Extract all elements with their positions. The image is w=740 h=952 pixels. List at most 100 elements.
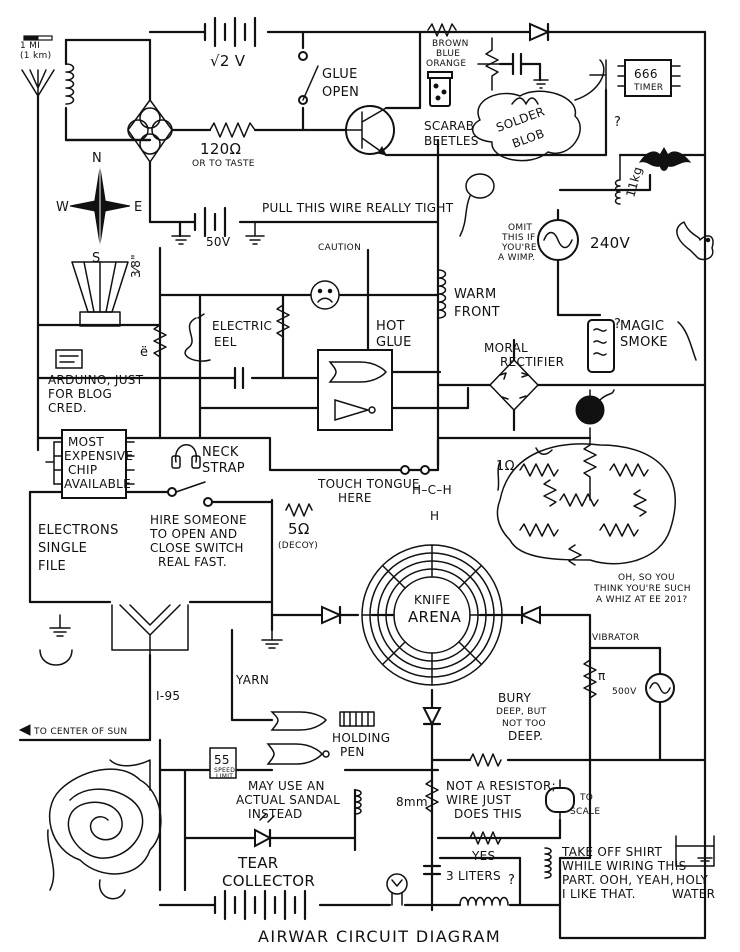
- label-sandal-3: INSTEAD: [248, 807, 303, 821]
- ground-top: [533, 79, 549, 89]
- label-speed-2: SPEED: [214, 767, 235, 774]
- label-not-res-2: WIRE JUST: [446, 793, 511, 807]
- label-omit-2: THIS IF: [501, 233, 535, 243]
- label-moral-1: MORAL: [484, 341, 528, 355]
- label-500v: 500V: [612, 687, 637, 697]
- label-omit-4: A WIMP.: [498, 253, 535, 263]
- label-not-res-1: NOT A RESISTOR;: [446, 779, 556, 793]
- label-glue-open-2: OPEN: [322, 85, 359, 100]
- label-moral-2: RECTIFIER: [500, 355, 564, 369]
- label-electrons-2: SINGLE: [38, 541, 87, 556]
- label-r120: 120Ω: [200, 140, 241, 158]
- label-blue: BLUE: [436, 49, 460, 59]
- label-shirt-3: PART. OOH, YEAH,: [562, 873, 674, 887]
- label-scarab-2: BEETLES: [424, 134, 479, 148]
- label-e: E: [134, 200, 143, 215]
- light-bulb-icon: [386, 873, 408, 906]
- label-to-taste: OR TO TASTE: [192, 159, 255, 169]
- capacitor-top: [498, 52, 542, 82]
- transistor-icon: [344, 105, 395, 156]
- label-arduino-1: ARDUINO, JUST: [48, 373, 144, 387]
- label-three-eighths: 3⁄8": [129, 254, 143, 278]
- label-bury-3: NOT TOO: [502, 719, 546, 729]
- timer-666-chip: [589, 59, 681, 97]
- label-scarab-1: SCARAB: [424, 119, 474, 133]
- label-center-sun: TO CENTER OF SUN: [33, 727, 127, 737]
- holding-pen-icon: [339, 711, 375, 727]
- inductor-warm-front: [437, 269, 447, 319]
- label-hire-1: HIRE SOMEONE: [150, 513, 247, 527]
- label-hire-4: REAL FAST.: [158, 555, 227, 569]
- label-bury-4: DEEP.: [508, 729, 543, 743]
- label-magic-1: MAGIC: [620, 319, 664, 334]
- label-hch-1: H–C–H: [412, 483, 452, 497]
- battery-bottom: [213, 889, 307, 921]
- label-magic-2: SMOKE: [620, 335, 668, 350]
- inductor-shirt: [544, 847, 552, 879]
- label-one-ohm: 1Ω: [496, 459, 515, 474]
- compass-rose-icon: [69, 167, 131, 245]
- label-chip-3: CHIP: [68, 463, 97, 477]
- ground-left: [49, 614, 71, 637]
- diode-top: [529, 22, 551, 42]
- label-3-liters: 3 LITERS: [446, 869, 501, 883]
- tear-collector-led: [254, 813, 275, 848]
- label-hire-3: CLOSE SWITCH: [150, 541, 244, 555]
- label-electric-2: EEL: [214, 335, 237, 349]
- label-knife-2: ARENA: [408, 608, 462, 626]
- label-holy-2: WATER: [672, 887, 715, 901]
- battery-12v: [203, 16, 257, 48]
- diode-bottom: [422, 707, 442, 727]
- electric-eel-icon: [184, 313, 211, 362]
- magic-smoke-jar-icon: [587, 319, 615, 373]
- label-electric-1: ELECTRIC: [212, 319, 272, 333]
- label-s: S: [92, 251, 101, 266]
- hire-switch: [167, 481, 213, 507]
- ground-50v-left: [171, 235, 191, 245]
- tangled-wire-icon: [47, 759, 162, 900]
- squiggle-arrows: [497, 321, 697, 491]
- label-vibrator: VIBRATOR: [592, 633, 640, 643]
- label-neck-2: STRAP: [202, 461, 245, 476]
- ground-50v-right: [245, 221, 265, 245]
- capacitor-3-liters: [422, 864, 442, 876]
- diagram-title: AIRWAR CIRCUIT DIAGRAM: [258, 927, 501, 946]
- label-question-timer: ?: [614, 115, 621, 130]
- label-decoy: (DECOY): [278, 541, 318, 551]
- label-w: W: [56, 200, 69, 215]
- label-battery-12v: √2 V: [210, 52, 246, 70]
- bat-icon: [638, 146, 692, 171]
- label-hot-2: GLUE: [376, 335, 412, 350]
- resistor-5-ohm: [285, 503, 313, 517]
- label-omit-1: OMIT: [508, 223, 532, 233]
- glue-switch: [298, 51, 319, 105]
- label-timer-1: 666: [634, 67, 658, 81]
- label-holding-1: HOLDING: [332, 731, 390, 745]
- label-question-smoke: ?: [614, 317, 621, 332]
- scarab-jar-icon: [427, 71, 453, 107]
- capacitor-mid: [233, 366, 245, 390]
- resistor-yes: [469, 831, 502, 845]
- moral-rectifier: [489, 359, 539, 411]
- label-50v: 50V: [206, 235, 231, 249]
- label-i95: I-95: [156, 689, 180, 703]
- label-whiz-3: A WHIZ AT EE 201?: [596, 595, 687, 605]
- battery-50v: [178, 206, 227, 238]
- label-240v: 240V: [590, 234, 631, 252]
- label-weight: 11kg: [623, 165, 645, 199]
- label-hire-2: TO OPEN AND: [149, 527, 237, 541]
- label-shirt-2: WHILE WIRING THIS: [562, 859, 687, 873]
- potentiometer: [477, 37, 501, 91]
- bridge-flower-icon: [127, 99, 173, 163]
- label-not-res-3: DOES THIS: [454, 807, 522, 821]
- label-holy-1: HOLY: [676, 873, 708, 887]
- label-speed-1: 55: [214, 753, 230, 767]
- label-tear-2: COLLECTOR: [222, 872, 315, 890]
- hot-glue-gate-box: [317, 349, 393, 431]
- diode-right: [519, 605, 541, 625]
- label-e-dot: ë: [140, 345, 148, 360]
- label-bury-1: BURY: [498, 691, 531, 705]
- label-whiz-1: OH, SO YOU: [618, 573, 675, 583]
- diode-left: [321, 605, 343, 625]
